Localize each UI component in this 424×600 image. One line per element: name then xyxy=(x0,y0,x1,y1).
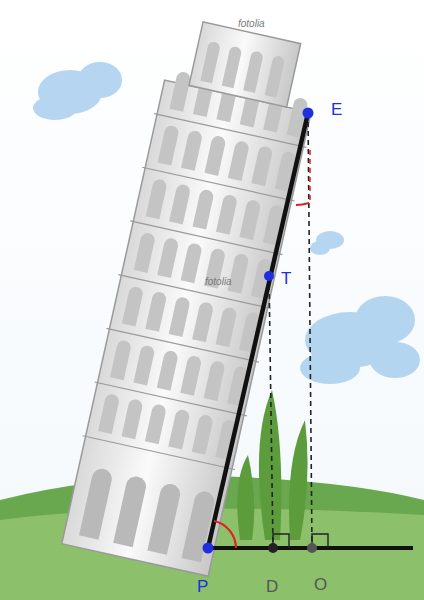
geometry-overlay xyxy=(203,108,414,554)
point-label: P xyxy=(197,578,208,595)
point-label: T xyxy=(281,270,291,287)
watermark: fotolia xyxy=(205,277,232,287)
point-label: D xyxy=(266,578,278,595)
point-label: E xyxy=(331,101,342,118)
point-label: O xyxy=(314,576,327,593)
watermark: fotolia xyxy=(238,19,265,29)
